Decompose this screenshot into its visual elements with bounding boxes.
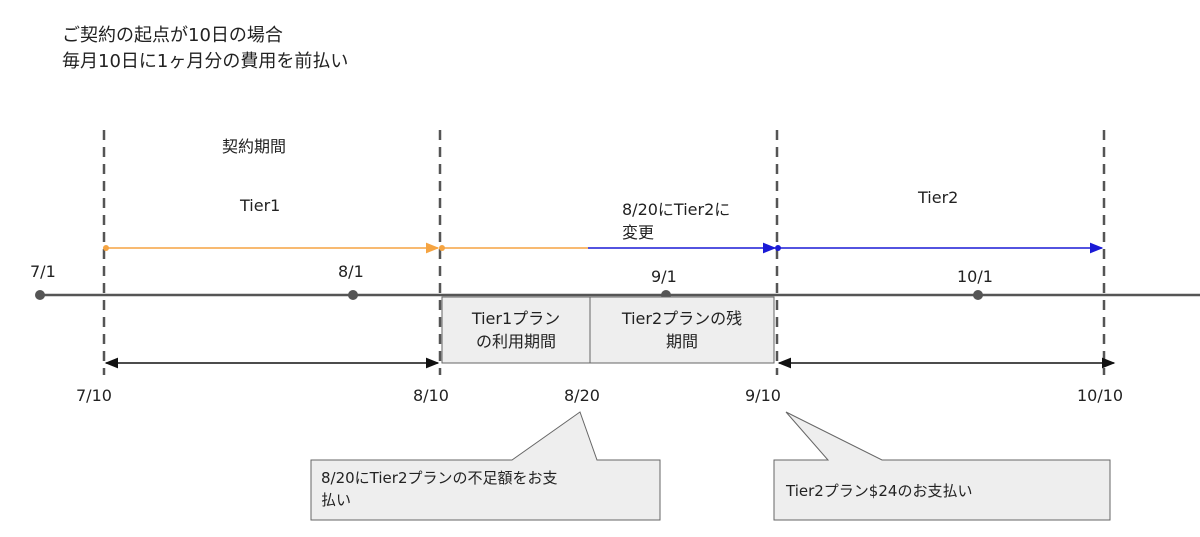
shortfall-callout-text-1: 8/20にTier2プランの不足額をお支 — [321, 469, 558, 487]
header-line-2: 毎月10日に1ヶ月分の費用を前払い — [62, 51, 349, 72]
shortfall-callout-shape — [310, 411, 661, 521]
tier2-start-dot — [775, 245, 781, 251]
tier2-remaining-box-text-1: Tier2プランの残 — [621, 309, 743, 328]
shortfall-callout-text-2: 払い — [321, 491, 352, 509]
contract-period-label: 契約期間 — [222, 137, 287, 156]
month-label-9-1: 9/1 — [651, 267, 677, 286]
month-label-10-1: 10/1 — [957, 267, 993, 286]
tier1-usage-box — [441, 296, 591, 364]
tier1-label: Tier1 — [240, 196, 281, 215]
billing-date-8-10: 8/10 — [413, 386, 449, 405]
tier2-remaining-box-text-2: 期間 — [665, 332, 698, 351]
tier2-payment-callout-shape — [773, 411, 1111, 521]
tier1-start-dot — [103, 245, 109, 251]
billing-date-8-20: 8/20 — [564, 386, 600, 405]
tier1-usage-dot — [439, 245, 445, 251]
month-label-7-1: 7/1 — [30, 262, 56, 281]
month-dot-8-1 — [348, 290, 358, 300]
tier1-usage-box-text-1: Tier1プラン — [471, 309, 561, 328]
tier1-usage-box-text-2: の利用期間 — [475, 332, 556, 351]
month-dot-10-1 — [973, 290, 983, 300]
billing-date-10-10: 10/10 — [1077, 386, 1124, 405]
tier2-remaining-box — [589, 296, 775, 364]
tier2-payment-callout-text: Tier2プラン$24のお支払い — [786, 482, 973, 500]
billing-date-7-10: 7/10 — [76, 386, 112, 405]
change-label-line-2: 変更 — [622, 223, 655, 242]
month-label-8-1: 8/1 — [338, 262, 364, 281]
month-dot-7-1 — [35, 290, 45, 300]
billing-date-9-10: 9/10 — [745, 386, 781, 405]
header-line-1: ご契約の起点が10日の場合 — [62, 25, 283, 46]
change-label-line-1: 8/20にTier2に — [622, 200, 731, 219]
tier2-label: Tier2 — [918, 188, 959, 207]
